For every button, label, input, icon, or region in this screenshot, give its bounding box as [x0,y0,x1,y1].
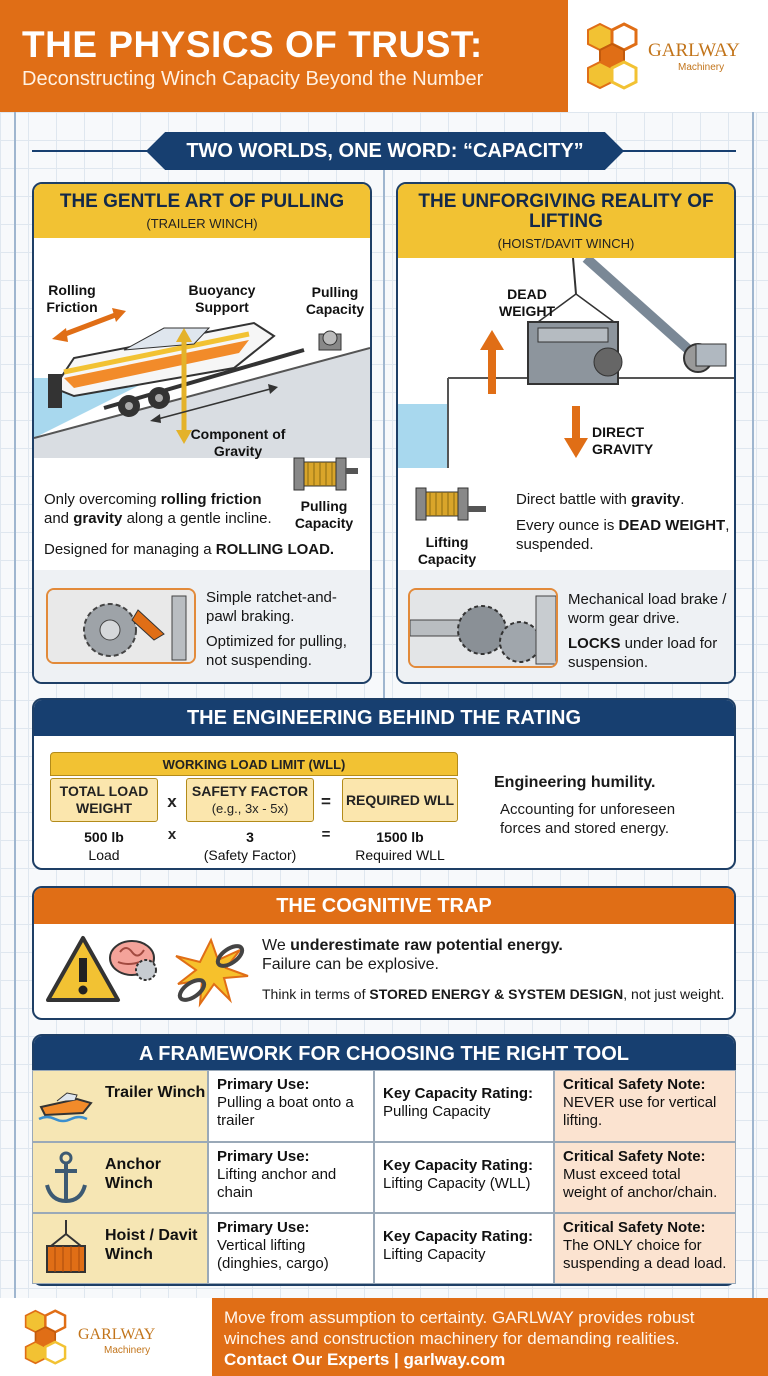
cognitive-line-1: We underestimate raw potential energy. [262,937,563,954]
winch-pulling-capacity-label: Pulling Capacity [294,498,354,531]
required-wll-box: REQUIRED WLL [342,778,458,822]
broken-chain-icon [175,937,249,1008]
worm-gear-image [408,588,558,668]
table-cell: Primary Use:Lifting anchor and chain [208,1142,374,1213]
warning-icon [46,936,120,1002]
table-cell: Critical Safety Note:NEVER use for verti… [554,1070,736,1142]
footer-logo: GARLWAY Machinery [0,1298,212,1376]
lifting-description-1: Direct battle with gravity. [516,491,685,508]
framework-title: A FRAMEWORK FOR CHOOSING THE RIGHT TOOL [34,1036,734,1072]
page-subtitle: Deconstructing Winch Capacity Beyond the… [22,68,484,90]
safety-factor-box: SAFETY FACTOR (e.g., 3x - 5x) [186,778,314,822]
lifting-description-2: Every ounce is DEAD WEIGHT, suspended. [516,517,730,553]
ratchet-pawl-image [46,588,196,664]
cargo-hoist-icon [46,1220,86,1273]
example-safety-factor: 3(Safety Factor) [203,829,297,863]
table-row: Anchor Winch [32,1142,208,1213]
ribbon-line [616,150,736,152]
winch-drum-icon [293,457,358,491]
tool-name-trailer: Trailer Winch [105,1084,206,1101]
rolling-friction-label: Rolling Friction [46,282,98,315]
table-cell: Key Capacity Rating:Lifting Capacity (WL… [374,1142,554,1213]
winch-drum-icon [415,487,486,521]
grid-line [752,112,754,1298]
gravity-label: Component of Gravity [190,426,286,459]
ribbon-line [32,150,152,152]
boat-icon [38,1092,93,1123]
cognitive-line-3: Think in terms of STORED ENERGY & SYSTEM… [262,986,725,1002]
table-row: Trailer Winch [32,1070,208,1142]
engineering-side-title: Engineering humility. [494,774,656,791]
header-banner: THE PHYSICS OF TRUST: Deconstructing Win… [0,0,768,112]
engineering-title: THE ENGINEERING BEHIND THE RATING [34,700,734,736]
example-equals: = [321,826,331,843]
hoist-illustration [398,258,734,468]
multiply-operator: x [167,792,177,811]
table-row: Hoist / Davit Winch [32,1213,208,1284]
lifting-brake-text-1: Mechanical load brake / worm gear drive. [568,591,727,627]
footer-line-2: winches and construction machinery for d… [224,1329,680,1348]
pulling-card-subtitle: (TRAILER WINCH) [146,216,258,231]
cognitive-line-2: Failure can be explosive. [262,956,439,973]
lifting-brake-text-2: LOCKS under load for suspension. [568,635,718,671]
lifting-capacity-label: Lifting Capacity [417,534,477,567]
pulling-description: Only overcoming rolling friction and gra… [44,491,272,527]
page-title: THE PHYSICS OF TRUST: [22,24,483,65]
pulling-design-note: Designed for managing a ROLLING LOAD. [44,541,335,558]
tool-name-anchor: Anchor Winch [105,1156,161,1192]
cognitive-card: THE COGNITIVE TRAP We underestimate raw … [32,886,736,1020]
brand-sub: Machinery [678,62,725,73]
engineering-side-text: Accounting for unforeseen forces and sto… [500,801,676,837]
footer-contact-link[interactable]: Contact Our Experts | garlway.com [224,1350,506,1369]
hexagon-logo-icon [587,22,638,90]
section-ribbon: TWO WORLDS, ONE WORD: “CAPACITY” [146,132,624,170]
pulling-card-title: THE GENTLE ART OF PULLING [59,191,345,212]
footer-brand-sub: Machinery [104,1345,151,1356]
lifting-card-title: THE UNFORGIVING REALITY OF LIFTING [418,191,714,232]
pulling-brake-text-1: Simple ratchet-and-pawl braking. [206,589,337,625]
total-load-weight-box: TOTAL LOAD WEIGHT [50,778,158,822]
brand-logo: GARLWAY Machinery [568,0,768,112]
table-cell: Primary Use:Vertical lifting (dinghies, … [208,1213,374,1284]
framework-table: Trailer Winch Primary Use:Pulling a boat… [32,1070,736,1284]
table-cell: Critical Safety Note:The ONLY choice for… [554,1213,736,1284]
grid-line [383,150,385,698]
boat-ramp-illustration [34,308,370,458]
table-cell: Primary Use:Pulling a boat onto a traile… [208,1070,374,1142]
brand-name: GARLWAY [648,40,740,61]
table-cell: Critical Safety Note:Must exceed total w… [554,1142,736,1213]
buoyancy-label: Buoyancy Support [188,282,256,315]
wll-label: WORKING LOAD LIMIT (WLL) [50,752,458,776]
cognitive-title: THE COGNITIVE TRAP [34,888,734,924]
table-cell: Key Capacity Rating:Pulling Capacity [374,1070,554,1142]
safety-factor-range: (e.g., 3x - 5x) [211,801,289,816]
footer-line-1: Move from assumption to certainty. GARLW… [224,1308,695,1327]
example-multiply: x [167,826,177,843]
footer-brand-name: GARLWAY [78,1326,156,1343]
pulling-brake-text-2: Optimized for pulling, not suspending. [206,633,347,669]
grid-line [14,112,16,1298]
hexagon-logo-icon [24,1309,67,1365]
pulling-card-header: THE GENTLE ART OF PULLING (TRAILER WINCH… [34,184,370,238]
tool-name-hoist: Hoist / Davit Winch [105,1227,198,1263]
equals-operator: = [321,792,331,811]
direct-gravity-label: DIRECT GRAVITY [592,424,654,457]
footer-banner: GARLWAY Machinery Move from assumption t… [0,1298,768,1376]
brain-icon [109,940,157,981]
dead-weight-label: DEAD WEIGHT [499,286,555,319]
anchor-icon [45,1151,87,1204]
table-cell: Key Capacity Rating:Lifting Capacity [374,1213,554,1284]
pulling-capacity-label: Pulling Capacity [305,284,365,317]
lifting-card-header: THE UNFORGIVING REALITY OF LIFTING (HOIS… [398,184,734,258]
pulling-card: THE GENTLE ART OF PULLING (TRAILER WINCH… [32,182,372,684]
lifting-card: THE UNFORGIVING REALITY OF LIFTING (HOIS… [396,182,736,684]
safety-factor-label: SAFETY FACTOR [191,783,309,799]
lifting-card-subtitle: (HOIST/DAVIT WINCH) [497,236,635,251]
